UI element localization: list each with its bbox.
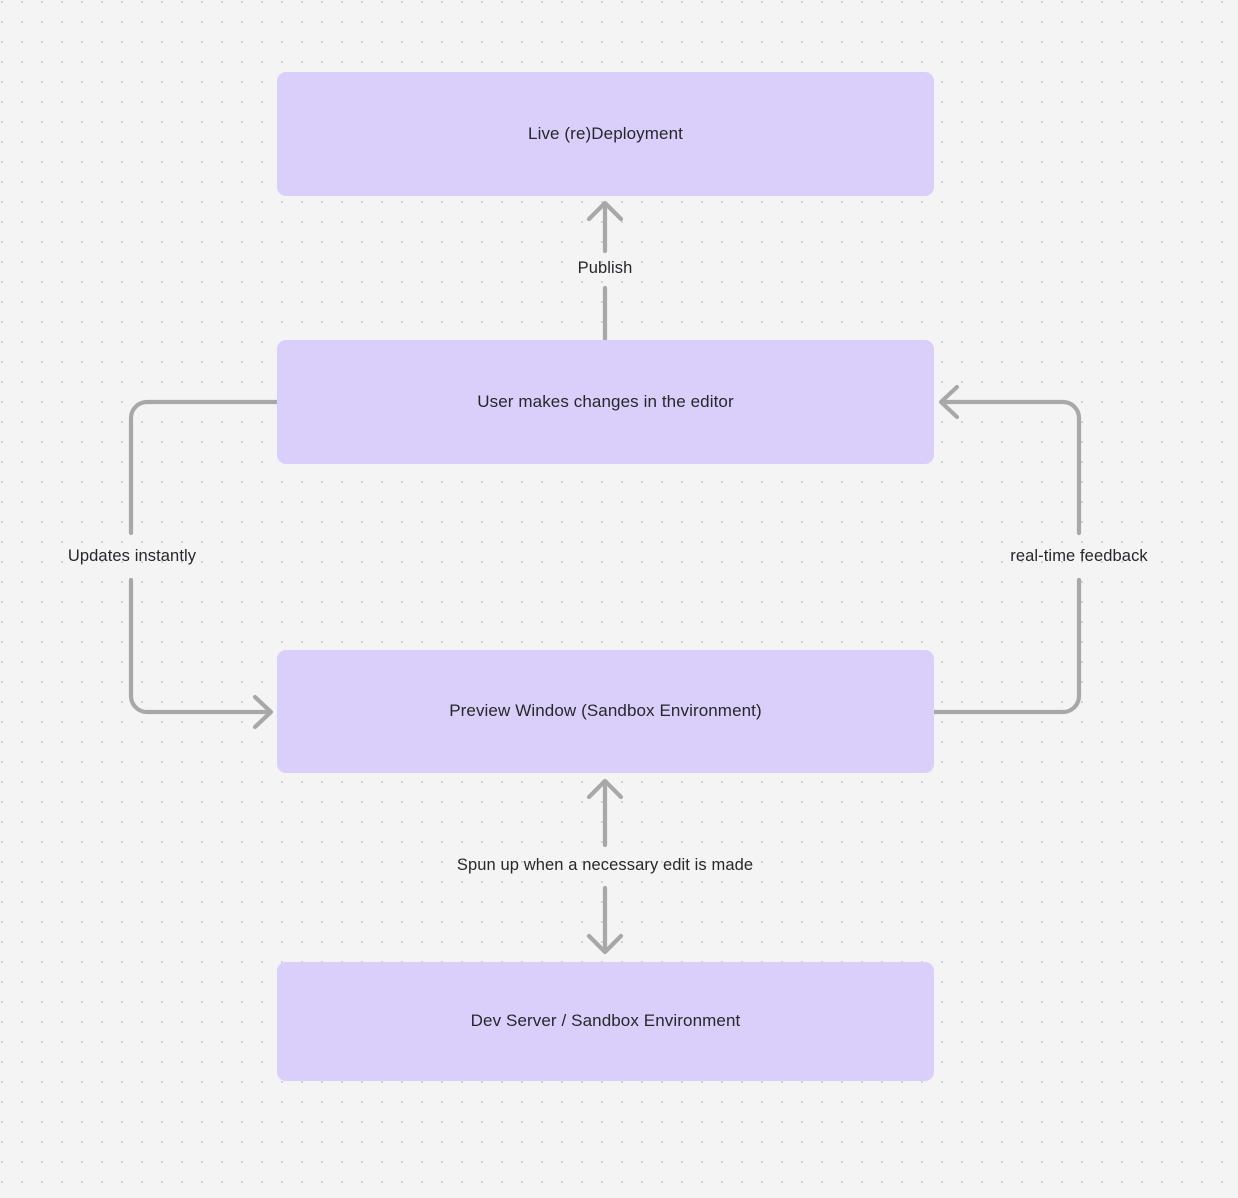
node-label: Preview Window (Sandbox Environment) xyxy=(449,701,762,721)
node-user-editor[interactable]: User makes changes in the editor xyxy=(277,340,934,464)
edge-label-updates-instantly: Updates instantly xyxy=(67,547,197,566)
node-label: Live (re)Deployment xyxy=(528,123,683,143)
edge-label-real-time-feedback: real-time feedback xyxy=(1010,547,1148,566)
edge-label-spun-up: Spun up when a necessary edit is made xyxy=(456,856,754,875)
node-dev-server[interactable]: Dev Server / Sandbox Environment xyxy=(277,962,934,1081)
node-live-deployment[interactable]: Live (re)Deployment xyxy=(277,72,934,196)
node-preview-window[interactable]: Preview Window (Sandbox Environment) xyxy=(277,650,934,773)
node-label: User makes changes in the editor xyxy=(477,391,734,411)
node-label: Dev Server / Sandbox Environment xyxy=(470,1011,741,1031)
edge-label-publish: Publish xyxy=(577,259,633,278)
